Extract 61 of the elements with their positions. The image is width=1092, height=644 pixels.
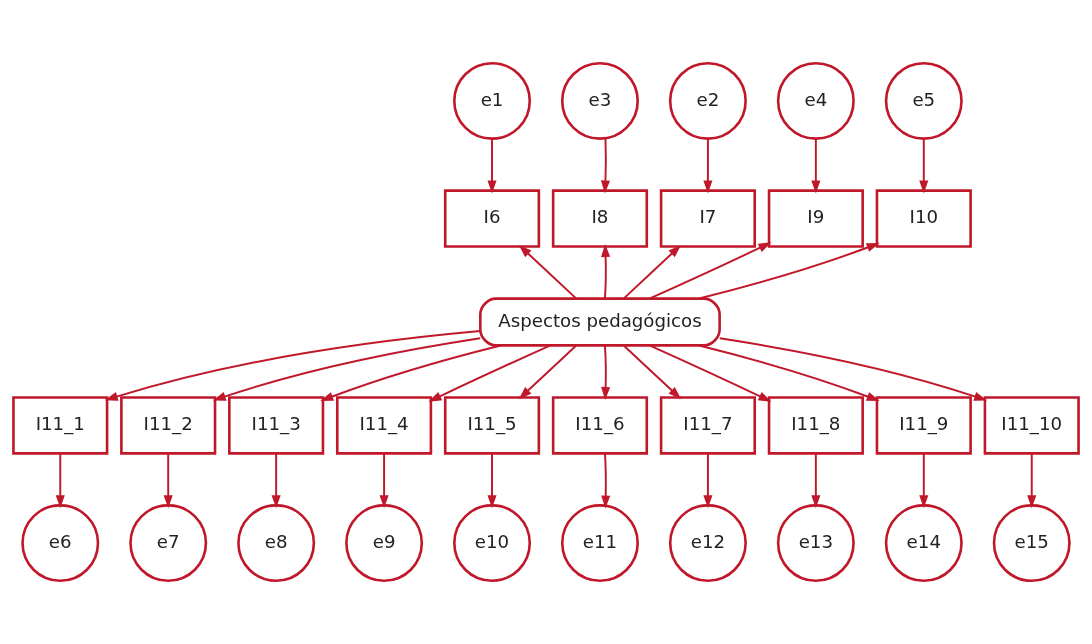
arrow bbox=[649, 242, 772, 300]
node-box: I11_10 bbox=[983, 396, 1080, 455]
node-box: I11_6 bbox=[551, 396, 649, 455]
arrow bbox=[1027, 452, 1037, 509]
arrow bbox=[379, 452, 389, 509]
arrow bbox=[601, 452, 611, 509]
node-box: I9 bbox=[767, 189, 864, 248]
arrow bbox=[163, 452, 173, 509]
node-box: I6 bbox=[443, 189, 541, 248]
node-circle: e9 bbox=[345, 504, 424, 583]
node-circle: e8 bbox=[237, 504, 316, 583]
node-circle: e2 bbox=[668, 61, 747, 140]
arrow bbox=[601, 344, 611, 401]
node-circle: e15 bbox=[992, 504, 1071, 583]
node-box: I8 bbox=[551, 189, 649, 248]
node-box: I11_1 bbox=[12, 396, 109, 455]
node-circle: e1 bbox=[453, 61, 532, 140]
node-circle: e14 bbox=[884, 504, 963, 583]
node-circle: e12 bbox=[668, 504, 747, 583]
node-box: I10 bbox=[875, 189, 972, 248]
arrow bbox=[487, 137, 497, 194]
arrow bbox=[703, 452, 713, 509]
arrow bbox=[919, 137, 929, 194]
arrow bbox=[622, 244, 682, 300]
node-circle: e3 bbox=[560, 61, 639, 140]
arrow bbox=[811, 137, 821, 194]
node-box: I11_5 bbox=[443, 396, 541, 455]
node-circle: e7 bbox=[129, 504, 208, 583]
arrow bbox=[703, 137, 713, 194]
node-box: I11_2 bbox=[120, 396, 217, 455]
node-box: I11_7 bbox=[659, 396, 757, 455]
arrow bbox=[212, 337, 482, 401]
arrow bbox=[487, 452, 497, 509]
node-circle: e13 bbox=[776, 504, 855, 583]
arrow bbox=[271, 452, 281, 509]
arrow bbox=[919, 452, 929, 509]
arrow bbox=[320, 344, 502, 402]
node-circle: e6 bbox=[21, 504, 100, 583]
arrow bbox=[811, 452, 821, 509]
arrow bbox=[518, 244, 578, 300]
node-box: I7 bbox=[659, 189, 757, 248]
arrow bbox=[428, 344, 551, 402]
node-box: I11_4 bbox=[335, 396, 433, 455]
node-box: I11_9 bbox=[875, 396, 972, 455]
node-circle: e11 bbox=[560, 504, 639, 583]
node-circle: e10 bbox=[453, 504, 532, 583]
node-circle: e4 bbox=[776, 61, 855, 140]
arrow bbox=[698, 242, 880, 300]
arrow bbox=[698, 344, 880, 402]
arrow bbox=[649, 344, 772, 402]
node-circle: e5 bbox=[884, 61, 963, 140]
arrow bbox=[718, 337, 988, 401]
node-box: Aspectos pedagógicos bbox=[479, 297, 721, 347]
node-box: I11_3 bbox=[228, 396, 325, 455]
arrow bbox=[600, 137, 611, 194]
node-box: I11_8 bbox=[767, 396, 864, 455]
arrow bbox=[622, 344, 682, 400]
arrow bbox=[104, 330, 482, 401]
arrow bbox=[55, 452, 65, 509]
arrow bbox=[601, 243, 611, 300]
arrow bbox=[518, 344, 577, 400]
